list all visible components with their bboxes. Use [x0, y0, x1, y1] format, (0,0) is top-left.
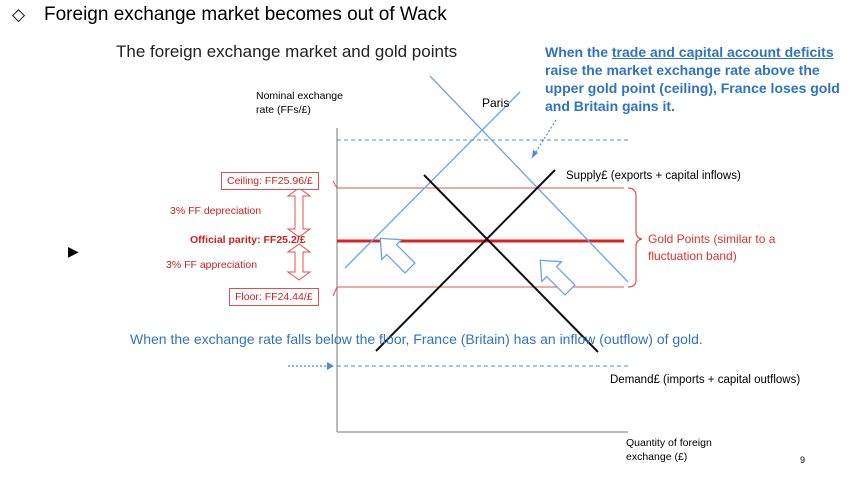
x-axis-label: Quantity of foreign exchange (£) [626, 437, 712, 463]
paris-label: Paris [482, 96, 510, 110]
shifted-demand-line [429, 75, 629, 283]
slide-title: Foreign exchange market becomes out of W… [44, 4, 447, 25]
depreciation-arrow-icon [286, 187, 312, 238]
depreciation-label: 3% FF depreciation [170, 205, 262, 217]
shift-arrow-right-icon [539, 259, 576, 296]
ceiling-box: Ceiling: FF25.96/£ [221, 172, 319, 190]
appreciation-label: 3% FF appreciation [166, 259, 258, 271]
supply-label: Supply£ (exports + capital inflows) [566, 170, 741, 182]
demand-line [423, 174, 599, 353]
official-parity-label: Official parity: FF25.2/£ [190, 234, 306, 246]
top-note-pointer [531, 119, 557, 159]
gold-points-brace [627, 187, 643, 288]
top-note: When the trade and capital account defic… [545, 44, 840, 114]
appreciation-arrow-icon [286, 243, 312, 281]
y-axis-label: Nominal exchange rate (FFs/£) [256, 90, 343, 116]
diamond-bullet-icon: ◇ [12, 5, 26, 24]
supply-line [375, 169, 556, 352]
gold-points-label: Gold Points (similar to a fluctuation ba… [648, 232, 776, 263]
shifted-supply-line [344, 91, 521, 269]
diagram-subtitle: The foreign exchange market and gold poi… [116, 42, 458, 61]
page-number: 9 [800, 455, 806, 465]
demand-label: Demand£ (imports + capital outflows) [610, 374, 801, 386]
left-note: When the exchange rate falls below the f… [130, 331, 703, 347]
play-icon[interactable]: ▶ [68, 243, 79, 259]
floor-box: Floor: FF24.44/£ [229, 288, 319, 306]
shift-arrow-left-icon [379, 237, 416, 274]
